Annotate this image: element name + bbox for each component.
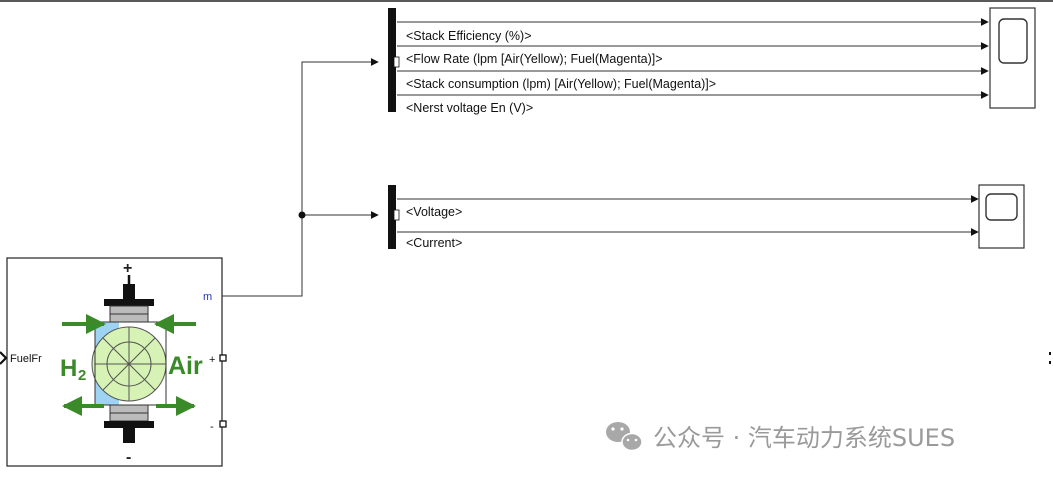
bus1-signal-label: <Stack consumption (lpm) [Air(Yellow); F… [406, 77, 716, 91]
scope-2-screen-icon [985, 193, 1018, 221]
bus-selector-2-bar[interactable] [388, 185, 396, 249]
bus2-signal-label: <Current> [406, 236, 462, 250]
scope-1-screen-icon [998, 18, 1028, 64]
scope-1[interactable] [989, 7, 1036, 109]
scope-2[interactable] [978, 184, 1025, 249]
bus-selector-1[interactable] [388, 8, 400, 112]
minus-electrical-port[interactable] [219, 420, 227, 428]
bus-selector-1-input-port [393, 56, 400, 68]
watermark-text: 公众号 · 汽车动力系统SUES [653, 424, 955, 452]
bus1-signal-lines[interactable] [397, 18, 989, 99]
h2-label: H [60, 355, 77, 382]
bus-selector-2-input-port [393, 209, 400, 221]
bus-selector-2[interactable] [388, 185, 400, 249]
minus-port-label: - [210, 421, 214, 433]
terminal-bottom-label: - [126, 449, 131, 466]
fuel-cell-block[interactable]: FuelFr m + - + - [0, 257, 227, 467]
bus-selector-1-bar[interactable] [388, 8, 396, 112]
fuel-cell-core-icon [91, 321, 167, 406]
bus1-signal-label: <Flow Rate (lpm [Air(Yellow); Fuel(Magen… [406, 52, 663, 66]
air-label: Air [168, 352, 203, 380]
wechat-icon [606, 422, 643, 452]
m-output-port-label: m [203, 291, 212, 303]
plus-electrical-port[interactable] [219, 354, 227, 362]
m-signal-line[interactable] [222, 58, 379, 297]
edge-marker [1049, 352, 1051, 364]
bus1-signal-label: <Nerst voltage En (V)> [406, 101, 533, 115]
fuelfr-input-port[interactable]: FuelFr [0, 351, 42, 365]
h2-subscript: 2 [78, 367, 86, 384]
bus1-signal-label: <Stack Efficiency (%)> [406, 29, 532, 43]
watermark: 公众号 · 汽车动力系统SUES [606, 422, 955, 452]
fuelfr-port-label: FuelFr [10, 353, 42, 365]
bus2-signal-label: <Voltage> [406, 205, 462, 219]
terminal-top-label: + [123, 260, 132, 277]
bus2-signal-lines[interactable] [397, 195, 979, 236]
branch-point [298, 211, 306, 219]
plus-port-label: + [209, 354, 215, 366]
